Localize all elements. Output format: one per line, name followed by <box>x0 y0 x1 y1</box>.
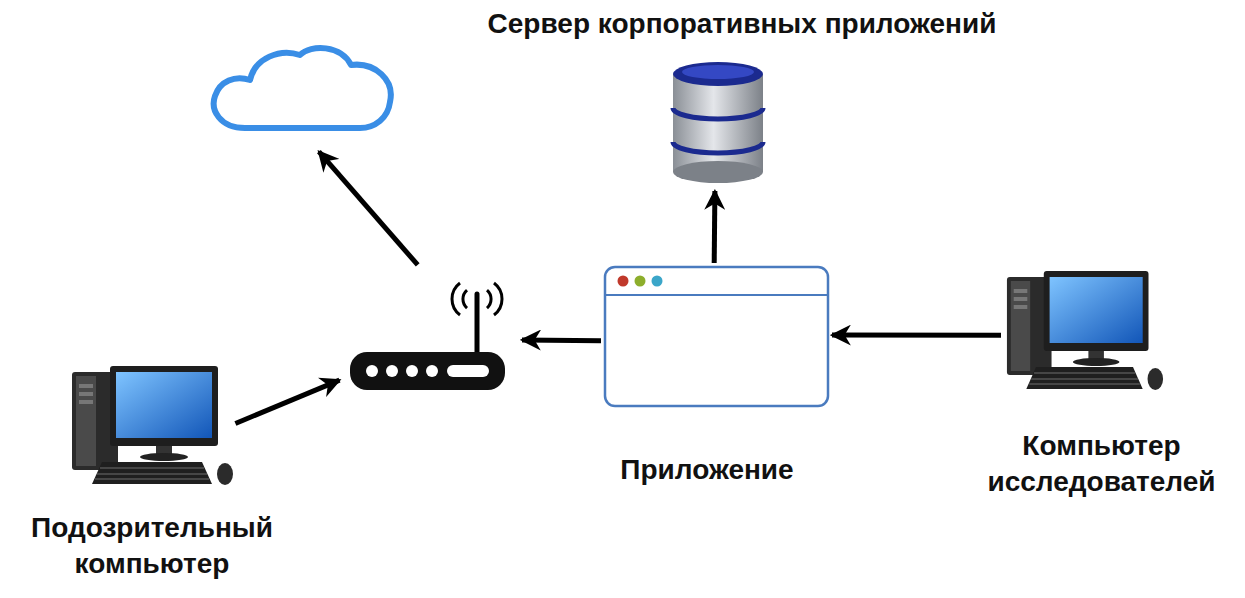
cloud-icon <box>205 40 400 135</box>
research-computer: Компьютер исследователей <box>960 260 1245 525</box>
label-slot: Сервер корпоративных приложений <box>422 6 1062 42</box>
window-icon <box>603 265 830 408</box>
arrow-connector <box>832 333 1001 338</box>
node-label: Компьютер исследователей <box>964 428 1239 501</box>
arrow-connector <box>522 337 601 343</box>
label-slot: Подозрительный компьютер <box>7 510 297 583</box>
label-slot: Компьютер исследователей <box>964 428 1239 501</box>
pc-icon <box>70 360 235 490</box>
cloud <box>198 34 408 142</box>
server-icon <box>668 60 768 185</box>
app-server: Сервер корпоративных приложений <box>420 0 1070 192</box>
label-slot: Приложение <box>562 452 852 488</box>
node-label: Подозрительный компьютер <box>7 510 297 583</box>
node-label: Приложение <box>620 452 793 488</box>
arrow-connector <box>712 191 718 263</box>
arrow-connector <box>235 380 339 423</box>
arrow-connector <box>319 152 418 265</box>
app-window: Приложение <box>560 260 860 500</box>
pc-icon <box>1005 265 1165 395</box>
router <box>340 275 515 400</box>
suspect-computer: Подозрительный компьютер <box>0 355 310 598</box>
router-icon <box>345 280 510 395</box>
node-label: Сервер корпоративных приложений <box>488 6 997 42</box>
